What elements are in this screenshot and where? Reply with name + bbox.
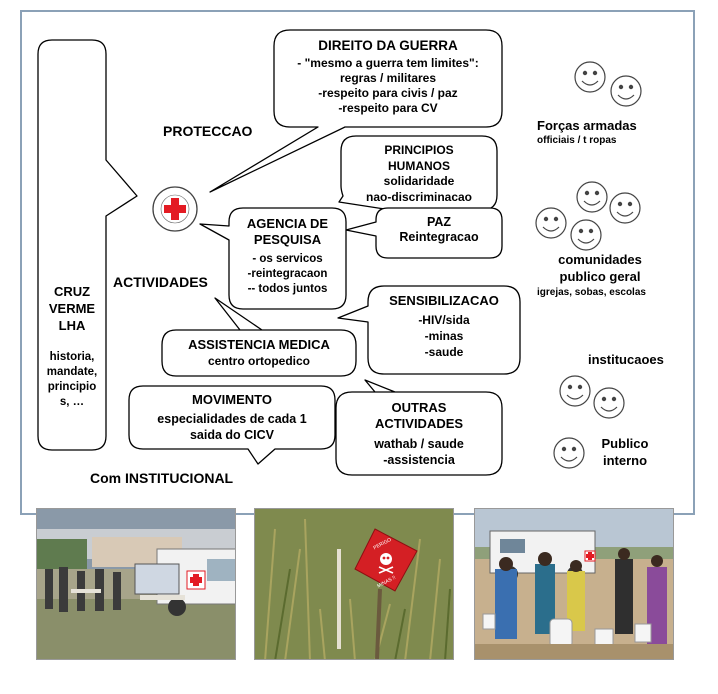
sensibilizacao-bubble <box>337 285 521 375</box>
proteccao-label: PROTECCAO <box>163 123 253 139</box>
movimento-line: especialidades de cada 1 <box>157 412 307 426</box>
smiley-com-4 <box>570 219 602 251</box>
agencia-line: -- todos juntos <box>247 283 328 295</box>
outras-title-line: OUTRAS <box>391 400 447 415</box>
sub-line: principio <box>47 381 97 393</box>
direito-bubble <box>209 29 503 193</box>
smiley-com-3 <box>609 192 641 224</box>
assistencia-line: ASSISTENCIA MEDICA <box>188 337 330 352</box>
direito-lines: - "mesmo a guerra tem limites": regras /… <box>276 56 500 116</box>
paz-line: PAZ <box>426 215 452 229</box>
agencia-line: - os servicos <box>252 253 323 265</box>
principios-line: nao-discriminacao <box>365 189 473 204</box>
direito-line: -respeito para civis / paz <box>318 86 458 100</box>
sensibilizacao-title: SENSIBILIZACAO <box>389 293 499 308</box>
photo-distribution-image <box>475 509 673 659</box>
outras-line: wathab / saude <box>374 437 464 451</box>
paz-text: PAZ Reintegracao <box>378 215 500 245</box>
agencia-bubble <box>199 207 347 310</box>
assistencia-bubble <box>161 297 357 377</box>
sub-line: mandate, <box>46 366 98 378</box>
title-line: VERME <box>48 301 96 316</box>
sensibilizacao-line: -saude <box>424 345 464 359</box>
photo-outdoor-meeting-image <box>37 509 235 659</box>
paz-bubble <box>345 207 503 259</box>
paz-line: Reintegracao <box>399 230 479 244</box>
assistencia-text: ASSISTENCIA MEDICA centro ortopedico <box>164 336 354 370</box>
agencia-lines: - os servicos -reintegracaon -- todos ju… <box>231 252 344 297</box>
institucional-label: Com INSTITUCIONAL <box>90 470 234 486</box>
cruz-vermelha-subtitle: historia, mandate, principio s, … <box>40 350 104 410</box>
sensibilizacao-line: -minas <box>424 329 464 343</box>
cruz-vermelha-bubble <box>37 39 138 451</box>
outras-title: OUTRAS ACTIVIDADES <box>338 400 500 432</box>
sensibilizacao-line: -HIV/sida <box>418 313 470 327</box>
publico-line: Publico <box>601 436 649 451</box>
principios-line: HUMANOS <box>388 158 450 173</box>
direito-line: regras / militares <box>339 71 437 85</box>
smiley-publico <box>553 437 585 469</box>
photo-outdoor-meeting <box>36 508 236 660</box>
direito-line: - "mesmo a guerra tem limites": <box>297 56 479 70</box>
publico-line: interno <box>602 453 648 468</box>
photo-mine-warning-image: PERIGO MINAS !! <box>255 509 453 659</box>
sub-line: historia, <box>49 351 95 363</box>
assistencia-line: centro ortopedico <box>207 354 310 368</box>
principios-line: solidaridade <box>383 174 455 188</box>
principios-text: PRINCIPIOS HUMANOS solidaridade nao-disc… <box>343 143 495 205</box>
sensibilizacao-lines: -HIV/sida -minas -saude <box>370 312 518 360</box>
smiley-forcas-1 <box>574 61 606 93</box>
smiley-com-1 <box>576 181 608 213</box>
comunidades-line: publico geral <box>559 269 641 284</box>
photo-distribution <box>474 508 674 660</box>
agencia-title: AGENCIA DE PESQUISA <box>231 216 344 248</box>
outras-lines: wathab / saude -assistencia <box>338 436 500 468</box>
smiley-inst-2 <box>593 387 625 419</box>
actividades-label: ACTIVIDADES <box>113 274 208 290</box>
publico-title: Publico interno <box>594 435 656 469</box>
smiley-forcas-2 <box>610 75 642 107</box>
smiley-inst-1 <box>559 375 591 407</box>
comunidades-line: comunidades <box>558 252 642 267</box>
title-line: CRUZ <box>53 284 91 299</box>
photo-mine-warning: PERIGO MINAS !! <box>254 508 454 660</box>
sub-line: s, … <box>59 396 85 408</box>
cruz-vermelha-title: CRUZ VERME LHA <box>40 283 104 334</box>
instituicoes-title: institucaoes <box>588 352 664 367</box>
outras-title-line: ACTIVIDADES <box>374 416 464 431</box>
icrc-emblem <box>152 186 198 232</box>
comunidades-sub: igrejas, sobas, escolas <box>537 287 646 298</box>
agencia-title-line: AGENCIA DE <box>246 216 329 231</box>
outras-bubble <box>335 379 503 476</box>
movimento-lines: especialidades de cada 1 saida do CICV <box>131 411 333 443</box>
comunidades-title: comunidades publico geral <box>540 251 660 285</box>
direito-line: -respeito para CV <box>338 101 438 115</box>
forcas-sub: officiais / t ropas <box>537 135 617 146</box>
agencia-title-line: PESQUISA <box>253 232 322 247</box>
direito-title: DIREITO DA GUERRA <box>318 38 458 53</box>
movimento-title: MOVIMENTO <box>192 392 272 407</box>
principios-line: PRINCIPIOS <box>384 143 454 157</box>
forcas-title: Forças armadas <box>537 118 637 133</box>
agencia-line: -reintegracaon <box>247 268 328 280</box>
movimento-line: saida do CICV <box>189 428 275 442</box>
outras-line: -assistencia <box>383 453 455 467</box>
movimento-bubble <box>128 385 336 465</box>
title-line: LHA <box>58 318 86 333</box>
smiley-com-2 <box>535 207 567 239</box>
